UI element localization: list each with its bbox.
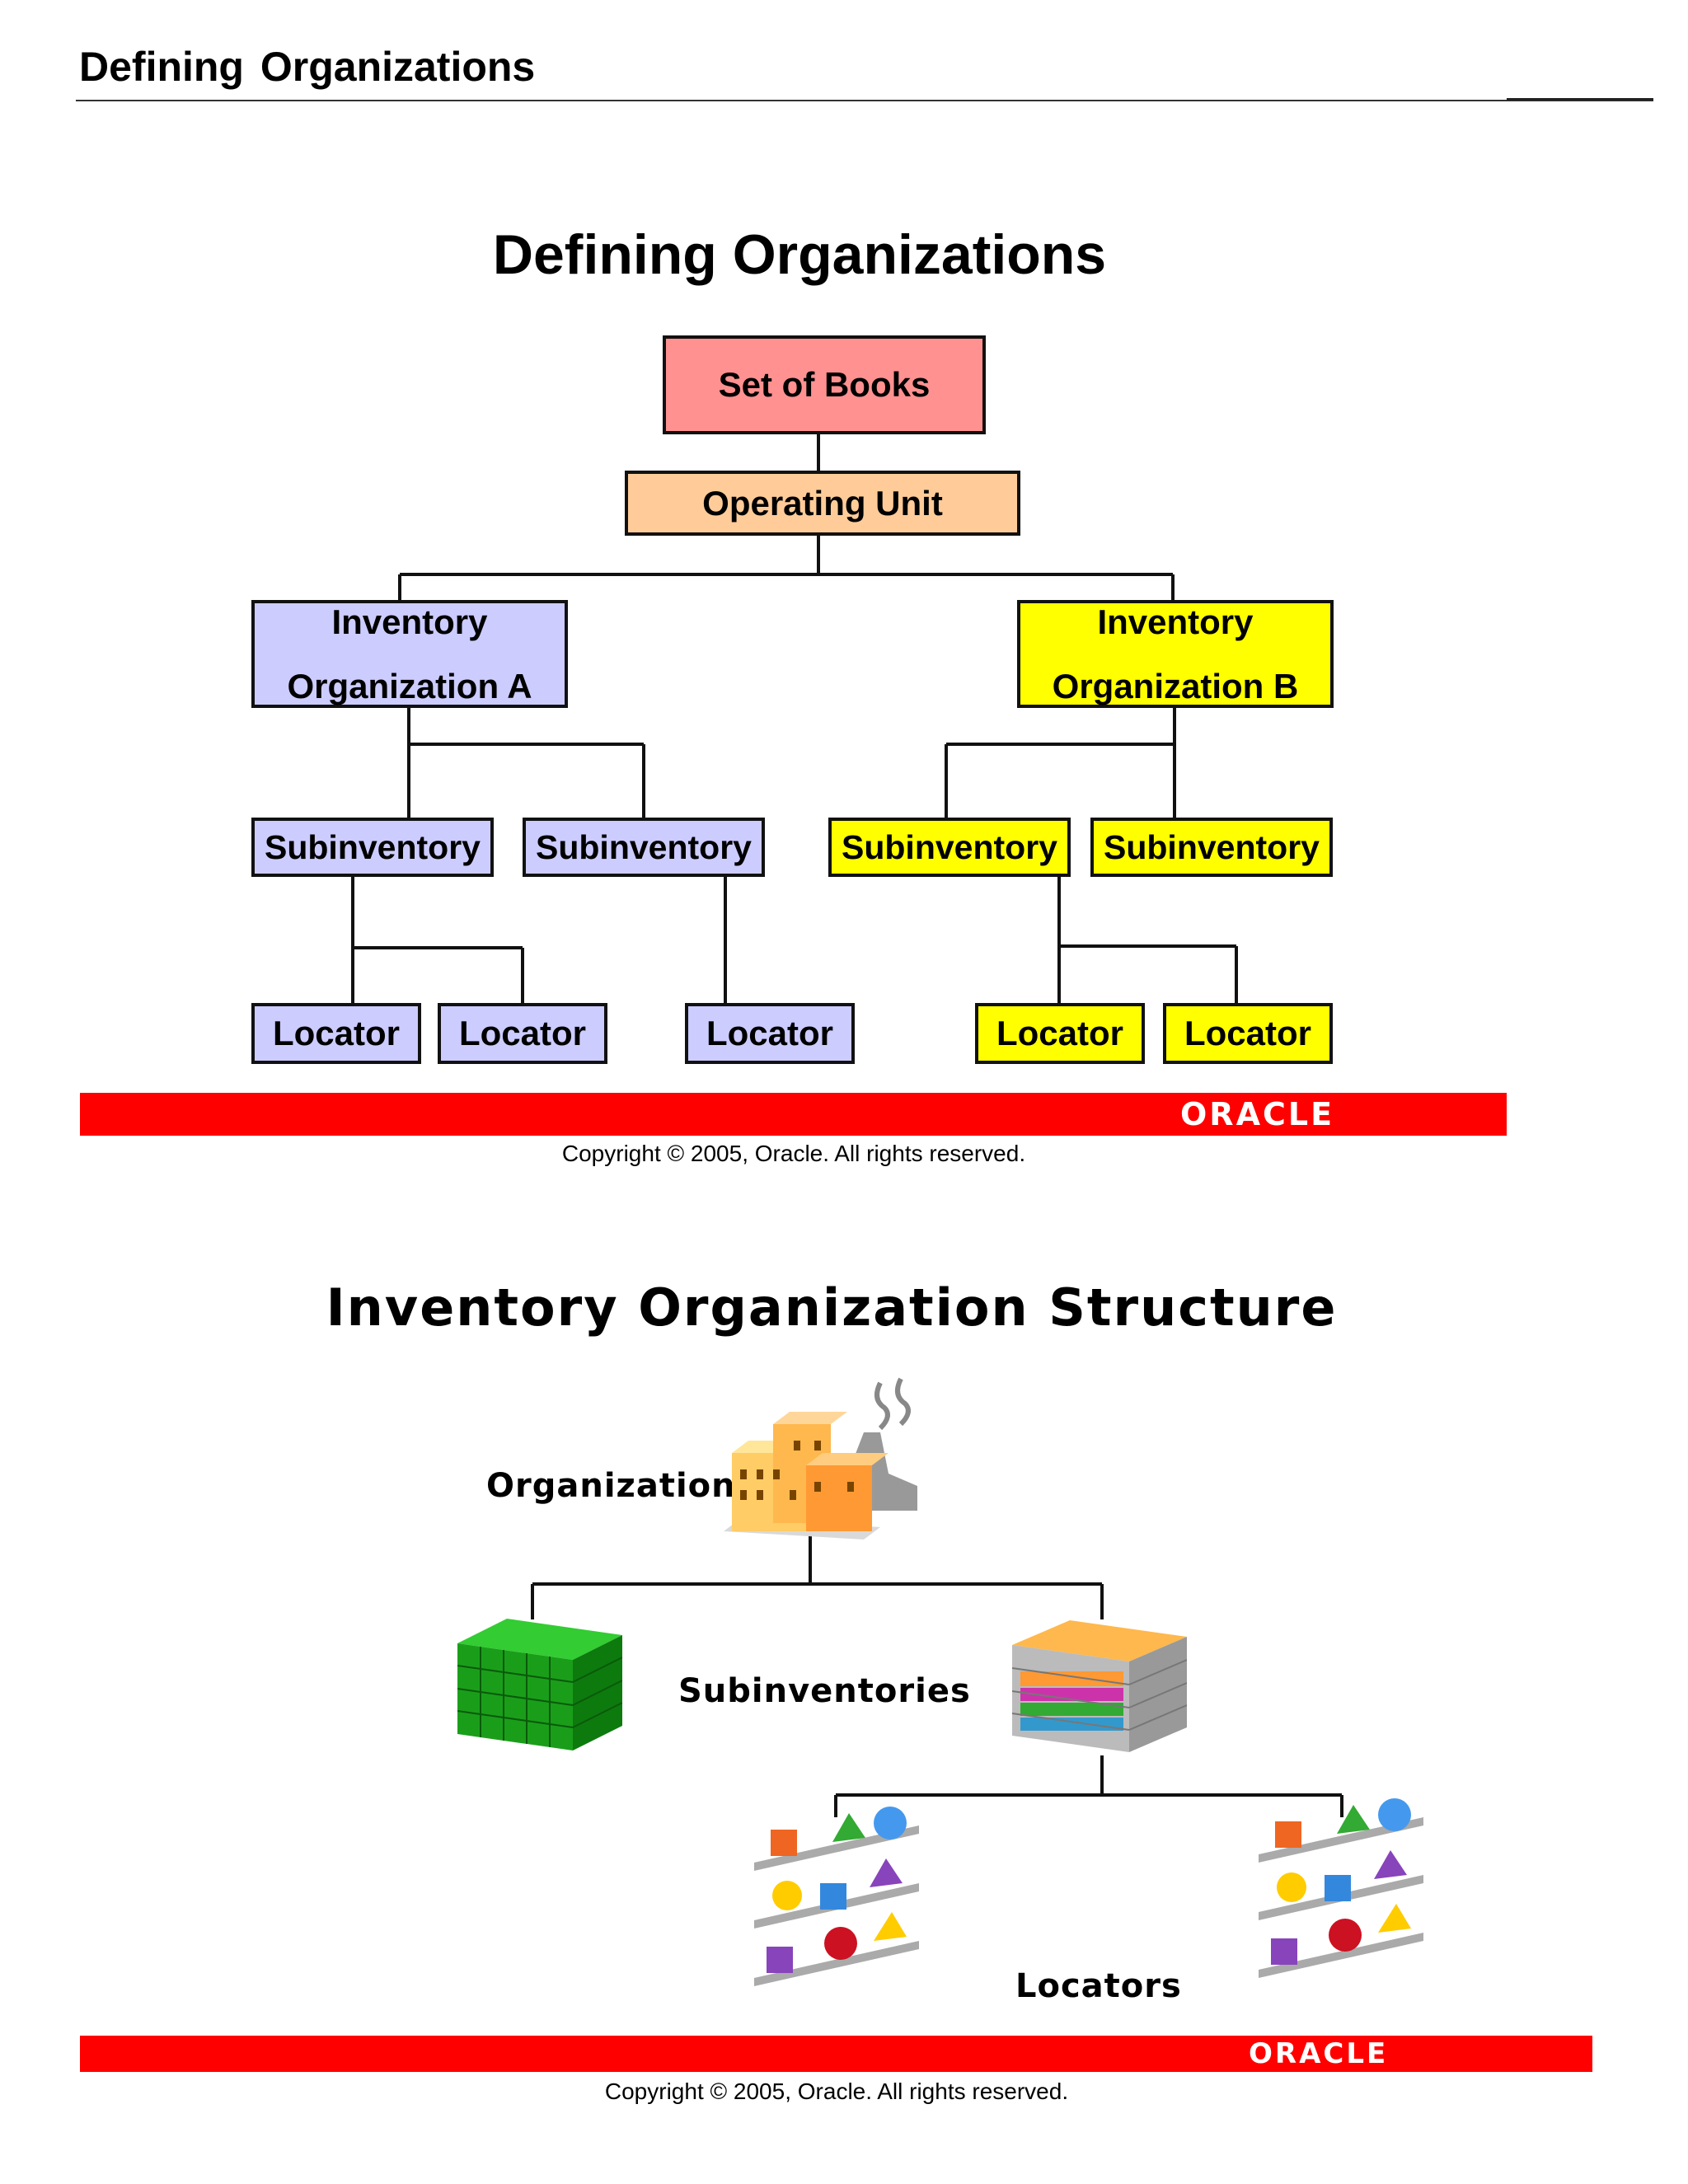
org-chart-connectors (351, 433, 1238, 1004)
subinventory-b1-box: Subinventory (828, 818, 1071, 877)
inventory-org-b-box: Inventory Organization B (1017, 600, 1334, 708)
oracle-logo: ORACLE (1180, 1096, 1335, 1132)
locator-a2-box: Locator (438, 1003, 607, 1064)
locator-shelves-right-icon (1259, 1798, 1423, 1978)
org-b-line2: Organization B (1052, 666, 1299, 705)
org-b-line1: Inventory (1097, 602, 1254, 641)
organization-label: Organization (486, 1467, 736, 1505)
slide2-copyright: Copyright © 2005, Oracle. All rights res… (604, 2079, 1069, 2104)
header-rule-accent (1507, 98, 1653, 101)
subinventories-label: Subinventories (678, 1672, 971, 1710)
locator-b2-box: Locator (1163, 1003, 1333, 1064)
slide1-copyright: Copyright © 2005, Oracle. All rights res… (561, 1141, 1026, 1166)
header-rule (76, 100, 1653, 101)
slide2-title: Inventory Organization Structure (326, 1277, 1338, 1338)
page-header: Defining Organizations (79, 44, 536, 90)
multicolor-cube-icon (1012, 1620, 1187, 1752)
subinventory-a1-box: Subinventory (251, 818, 494, 877)
subinventory-b2-box: Subinventory (1090, 818, 1333, 877)
locator-a3-box: Locator (685, 1003, 855, 1064)
org-a-line1: Inventory (331, 602, 488, 641)
set-of-books-box: Set of Books (663, 335, 986, 434)
factory-icon (724, 1377, 917, 1540)
locator-a1-box: Locator (251, 1003, 421, 1064)
oracle-logo-2: ORACLE (1249, 2037, 1389, 2070)
slide2-footer-bar (80, 2036, 1592, 2072)
subinventory-a2-box: Subinventory (523, 818, 765, 877)
green-cube-icon (457, 1619, 622, 1750)
locators-label: Locators (1015, 1967, 1182, 2005)
slide1-footer-bar (80, 1093, 1507, 1136)
locator-b1-box: Locator (975, 1003, 1145, 1064)
operating-unit-box: Operating Unit (625, 471, 1020, 536)
org-a-line2: Organization A (287, 666, 532, 705)
inventory-org-a-box: Inventory Organization A (251, 600, 568, 708)
slide1-title: Defining Organizations (492, 223, 1107, 286)
locator-shelves-left-icon (754, 1807, 919, 1986)
